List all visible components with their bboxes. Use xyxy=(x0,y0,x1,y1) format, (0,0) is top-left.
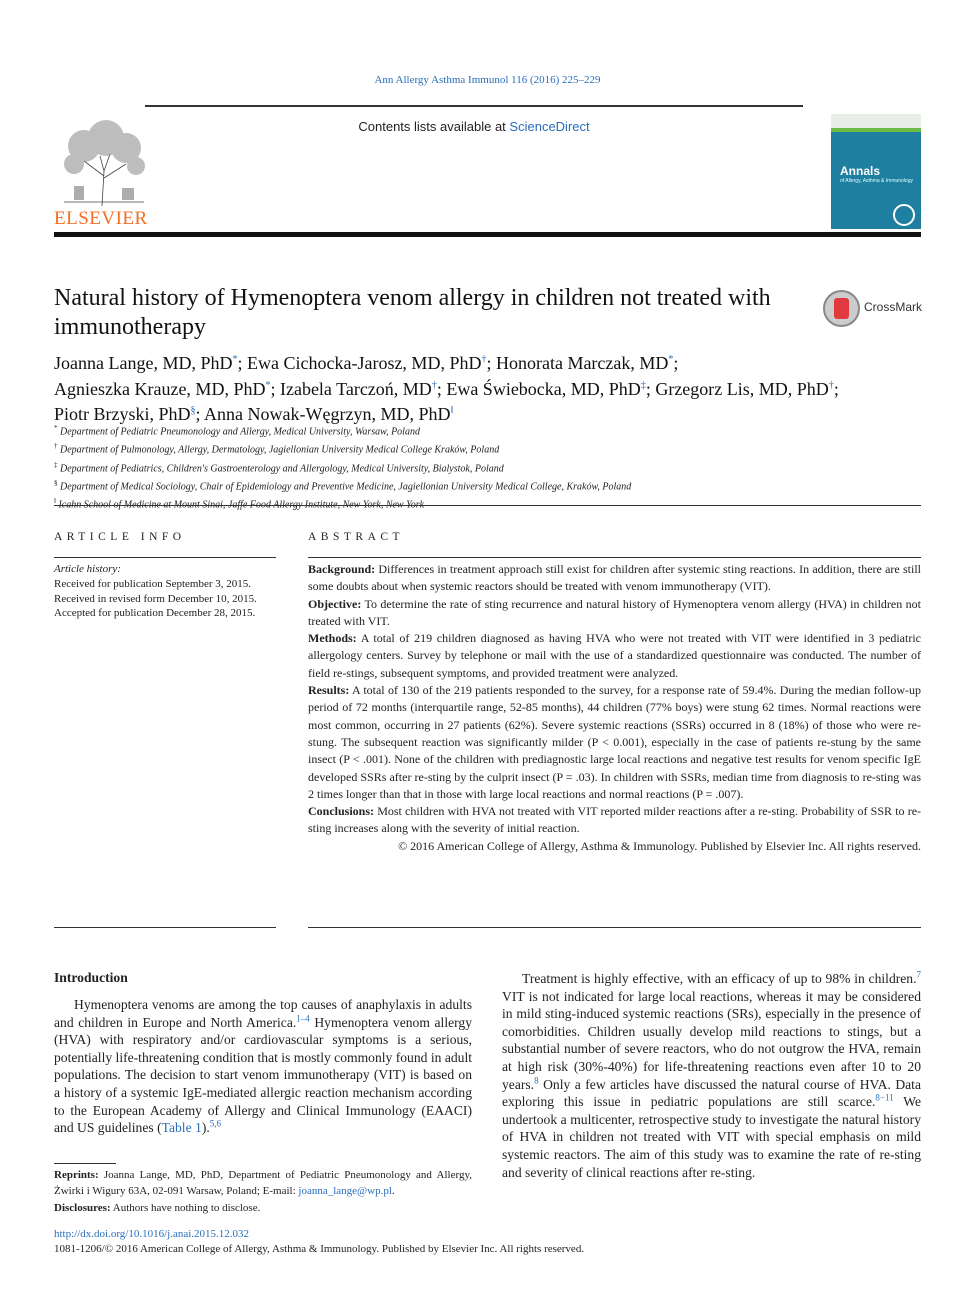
doi-link[interactable]: http://dx.doi.org/10.1016/j.anai.2015.12… xyxy=(54,1228,250,1240)
author-name: Joanna Lange, MD, PhD xyxy=(54,353,233,373)
citation-ref[interactable]: 8−11 xyxy=(875,1092,894,1103)
author-affil-mark[interactable]: * xyxy=(232,354,238,365)
author-affil-mark[interactable]: † xyxy=(828,379,834,391)
author-name: Piotr Brzyski, PhD xyxy=(54,404,191,424)
affiliation-item: † Department of Pulmonology, Allergy, De… xyxy=(54,442,500,456)
article-info-heading: ARTICLE INFO xyxy=(54,531,186,543)
cover-subtitle: of Allergy, Asthma & Immunology xyxy=(840,178,913,184)
abstract-rule xyxy=(308,557,921,558)
cover-top-band xyxy=(831,114,921,128)
author-name: Anna Nowak-Węgrzyn, MD, PhD xyxy=(204,404,451,424)
author-affil-mark[interactable]: * xyxy=(265,379,271,391)
cover-seal-icon xyxy=(893,204,915,226)
header-rule xyxy=(145,105,803,107)
crossmark-icon xyxy=(823,290,860,327)
abstract-results: Results: A total of 130 of the 219 patie… xyxy=(308,683,921,801)
footnotes: Reprints: Joanna Lange, MD, PhD, Departm… xyxy=(54,1168,472,1219)
introduction-heading: Introduction xyxy=(54,970,128,985)
citation-ref[interactable]: 7 xyxy=(916,969,922,980)
author-name: Izabela Tarczoń, MD xyxy=(279,378,432,399)
author-name: Ewa Cichocka-Jarosz, MD, PhD xyxy=(247,353,482,373)
right-column-paragraph: Treatment is highly effective, with an e… xyxy=(502,969,922,1180)
contents-prefix: Contents lists available at xyxy=(358,119,506,134)
elsevier-tree-logo[interactable] xyxy=(54,116,154,226)
sciencedirect-link[interactable]: ScienceDirect xyxy=(509,119,590,134)
author-name: Agnieszka Krauze, MD, PhD xyxy=(54,378,266,399)
author-email-link[interactable]: joanna_lange@wp.pl xyxy=(298,1184,392,1197)
introduction-paragraph: Hymenoptera venoms are among the top cau… xyxy=(54,997,473,1136)
affiliation-item: ‡ Department of Pediatrics, Children's G… xyxy=(54,460,504,474)
elsevier-wordmark: ELSEVIER xyxy=(54,208,148,229)
author-affil-mark[interactable]: § xyxy=(190,405,196,416)
author-list: Joanna Lange, MD, PhD*; Ewa Cichocka-Jar… xyxy=(54,353,839,424)
article-info-bottom-rule xyxy=(54,927,276,928)
article-title: Natural history of Hymenoptera venom all… xyxy=(54,285,771,340)
crossmark-label: CrossMark xyxy=(864,300,923,314)
contents-line: Contents lists available at ScienceDirec… xyxy=(145,119,803,134)
citation-ref[interactable]: 5,6 xyxy=(209,1118,221,1129)
author-affil-mark[interactable]: ‖ xyxy=(450,405,454,416)
abstract-body: Background: Differences in treatment app… xyxy=(308,561,921,855)
affiliation-list: * Department of Pediatric Pneumonology a… xyxy=(54,421,934,513)
author-affil-mark[interactable]: ‡ xyxy=(640,379,646,391)
history-item: Received for publication September 3, 20… xyxy=(54,577,252,590)
citation-ref[interactable]: 8 xyxy=(534,1075,539,1086)
history-item: Received in revised form December 10, 20… xyxy=(54,592,257,605)
abstract-heading: ABSTRACT xyxy=(308,531,405,543)
author-name: Grzegorz Lis, MD, PhD xyxy=(655,378,829,399)
affiliation-item: § Department of Medical Sociology, Chair… xyxy=(54,478,632,493)
abstract-methods: Methods: A total of 219 children diagnos… xyxy=(308,631,921,680)
author-name: Honorata Marczak, MD xyxy=(495,353,669,373)
article-info-rule xyxy=(54,557,276,558)
reprints-footnote: Reprints: Joanna Lange, MD, PhD, Departm… xyxy=(54,1169,472,1197)
affiliation-item: ‖ Icahn School of Medicine at Mount Sina… xyxy=(54,497,425,511)
disclosures-footnote: Disclosures: Authors have nothing to dis… xyxy=(54,1202,261,1214)
table-link[interactable]: Table 1 xyxy=(161,1120,202,1136)
cover-title: Annals xyxy=(840,164,881,178)
journal-citation[interactable]: Ann Allergy Asthma Immunol 116 (2016) 22… xyxy=(374,74,601,86)
citation-ref[interactable]: 1–4 xyxy=(296,1013,310,1024)
history-label: Article history: xyxy=(54,563,121,575)
article-history: Article history: Received for publicatio… xyxy=(54,562,279,621)
history-item: Accepted for publication December 28, 20… xyxy=(54,607,256,620)
abstract-copyright: © 2016 American College of Allergy, Asth… xyxy=(398,838,921,853)
author-affil-mark[interactable]: † xyxy=(481,354,487,365)
affiliation-item: * Department of Pediatric Pneumonology a… xyxy=(54,424,420,438)
abstract-background: Background: Differences in treatment app… xyxy=(308,562,921,594)
author-affil-mark[interactable]: † xyxy=(431,379,437,391)
journal-cover-image[interactable]: Annals of Allergy, Asthma & Immunology xyxy=(831,114,921,229)
footnote-rule xyxy=(54,1163,116,1164)
cover-green-stripe xyxy=(831,128,921,132)
header-thick-rule xyxy=(54,232,921,237)
author-name: Ewa Świebocka, MD, PhD xyxy=(446,378,641,399)
abstract-bottom-rule xyxy=(308,927,921,928)
abstract-objective: Objective: To determine the rate of stin… xyxy=(308,596,921,628)
author-affil-mark[interactable]: * xyxy=(668,354,674,365)
abstract-conclusions: Conclusions: Most children with HVA not … xyxy=(308,804,922,836)
affiliation-rule xyxy=(54,505,921,506)
issn-line: 1081-1206/© 2016 American College of All… xyxy=(54,1243,585,1255)
